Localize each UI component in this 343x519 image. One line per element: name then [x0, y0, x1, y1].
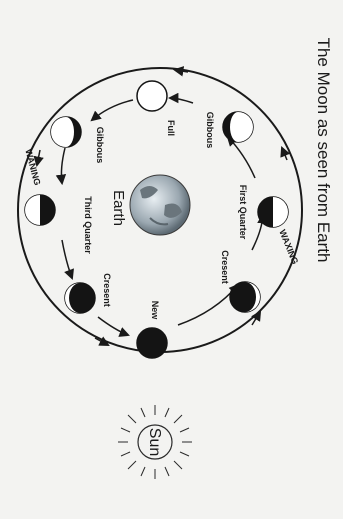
moon-waxing-gibbous-icon [223, 112, 253, 142]
moon-first-quarter-icon [258, 197, 288, 227]
label-full: Full [166, 120, 176, 136]
earth-globe [130, 175, 190, 235]
label-waxing-crescent: Cresent [220, 250, 230, 284]
page-title: The Moon as seen from Earth [314, 38, 333, 263]
moon-new-icon [137, 328, 167, 358]
label-waning-gibbous: Gibbous [95, 127, 105, 164]
label-waxing-gibbous: Gibbous [205, 112, 215, 149]
label-new: New [150, 301, 160, 321]
label-third-quarter: Third Quarter [83, 196, 93, 254]
moon-waning-gibbous-icon [51, 117, 81, 147]
sun-label: Sun [146, 428, 163, 456]
moon-waning-crescent-icon [65, 283, 95, 313]
label-first-quarter: First Quarter [238, 185, 248, 240]
label-waning-crescent: Cresent [102, 273, 112, 307]
moon-waxing-crescent-icon [230, 282, 260, 312]
moon-third-quarter-icon [25, 195, 55, 225]
moon-full-icon [137, 81, 167, 111]
earth-label: Earth [110, 190, 127, 226]
